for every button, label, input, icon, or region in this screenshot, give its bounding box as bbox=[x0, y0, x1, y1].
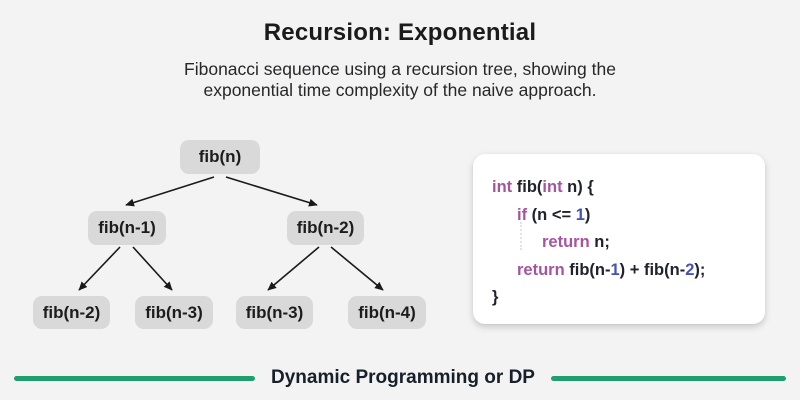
code-text: n) { bbox=[562, 178, 594, 196]
code-line-2: if (n <= 1) bbox=[492, 202, 765, 230]
code-line-1: int fib(int n) { bbox=[492, 174, 765, 202]
code-line-4: return fib(n-1) + fib(n-2); bbox=[492, 257, 765, 285]
indent-guide-line bbox=[520, 222, 522, 250]
tree-node-level2-left: fib(n-1) bbox=[88, 211, 166, 245]
subtitle-line-2: exponential time complexity of the naive… bbox=[203, 80, 597, 100]
tree-node-level3-4: fib(n-4) bbox=[348, 296, 426, 329]
tree-node-level3-1: fib(n-2) bbox=[33, 296, 110, 329]
keyword-return: return bbox=[517, 260, 565, 279]
edge-n2-right bbox=[330, 246, 384, 291]
code-text: } bbox=[492, 288, 499, 306]
number-literal: 1 bbox=[575, 205, 585, 224]
divider-line-right bbox=[550, 375, 786, 381]
tree-node-root: fib(n) bbox=[180, 140, 260, 174]
keyword-if: if bbox=[517, 205, 528, 224]
code-text: fib( bbox=[512, 178, 543, 196]
code-text: (n <= bbox=[527, 205, 576, 224]
number-literal: 1 bbox=[610, 260, 620, 279]
keyword-int: int bbox=[542, 178, 563, 196]
number-literal: 2 bbox=[685, 260, 695, 279]
page-title: Recursion: Exponential bbox=[263, 19, 537, 46]
code-text: n; bbox=[589, 233, 610, 251]
code-text: ); bbox=[694, 260, 706, 279]
subtitle-line-1: Fibonacci sequence using a recursion tre… bbox=[184, 59, 616, 79]
code-text: ) + fib(n- bbox=[619, 260, 686, 279]
footer-banner: Dynamic Programming or DP bbox=[0, 367, 800, 389]
edge-n2-left bbox=[267, 246, 320, 291]
code-line-3: return n; bbox=[492, 229, 765, 257]
divider-line-left bbox=[14, 375, 256, 381]
edge-root-left bbox=[125, 176, 215, 207]
keyword-int: int bbox=[492, 178, 513, 196]
edge-n1-right bbox=[132, 246, 173, 291]
code-line-5: } bbox=[492, 284, 765, 312]
tree-node-level2-right: fib(n-2) bbox=[287, 211, 364, 245]
page-subtitle: Fibonacci sequence using a recursion tre… bbox=[0, 59, 800, 101]
tree-node-level3-3: fib(n-3) bbox=[236, 296, 313, 329]
footer-label: Dynamic Programming or DP bbox=[271, 367, 535, 388]
code-text: fib(n- bbox=[564, 260, 611, 279]
tree-node-level3-2: fib(n-3) bbox=[135, 296, 213, 329]
code-text: ) bbox=[584, 205, 591, 224]
keyword-return: return bbox=[542, 233, 590, 251]
edge-n1-left bbox=[78, 246, 121, 291]
code-snippet-card: int fib(int n) { if (n <= 1) return n; r… bbox=[473, 154, 765, 324]
edge-root-right bbox=[225, 176, 318, 207]
